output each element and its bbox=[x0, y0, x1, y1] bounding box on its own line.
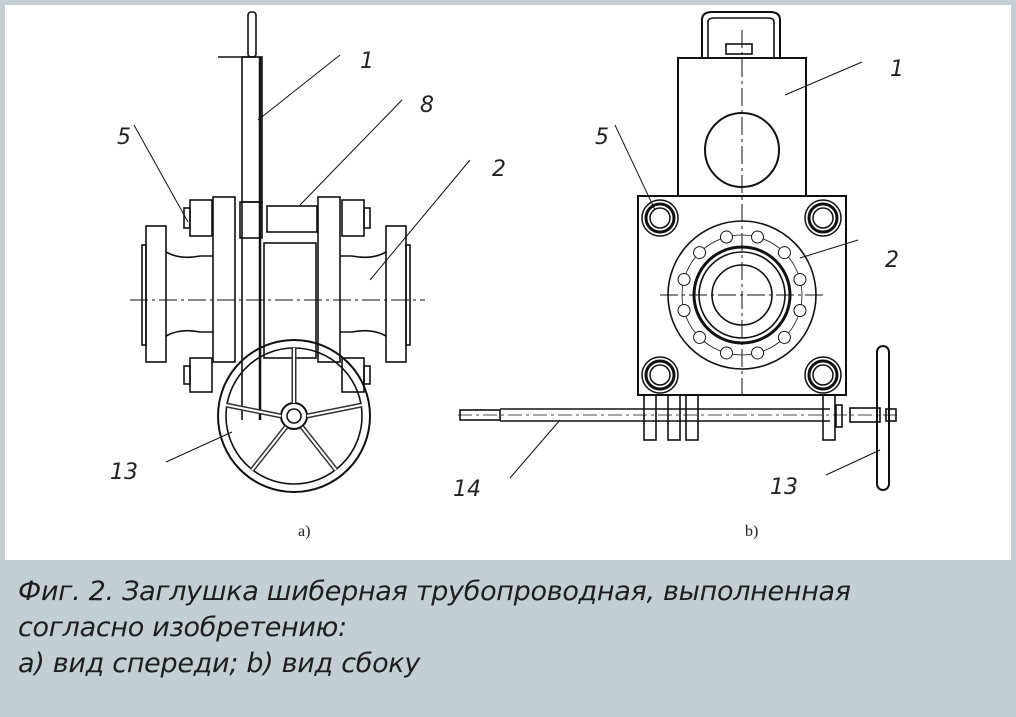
callout-13-front: 13 bbox=[110, 460, 138, 485]
flange-bolt-hole bbox=[793, 304, 807, 318]
flange-bolt-hole bbox=[677, 304, 691, 318]
figure-panel: 1 8 5 2 13 a) 1 5 2 14 13 b) bbox=[5, 5, 1011, 560]
callout-13-side: 13 bbox=[770, 475, 798, 500]
corner-bolt bbox=[649, 207, 671, 229]
callout-5-front: 5 bbox=[117, 125, 131, 150]
callout-5-side: 5 bbox=[595, 125, 609, 150]
callout-2-front: 2 bbox=[492, 157, 506, 182]
flange-bolt-hole bbox=[793, 272, 807, 286]
flange-bolt-hole bbox=[719, 230, 733, 244]
flange-bolt-hole bbox=[777, 246, 791, 260]
flange-bolt-hole bbox=[693, 330, 707, 344]
figure-caption: Фиг. 2. Заглушка шиберная трубопроводная… bbox=[18, 574, 1008, 682]
side-view-drawing bbox=[458, 11, 900, 491]
corner-bolt bbox=[807, 359, 839, 391]
front-view-drawing bbox=[130, 11, 471, 493]
caption-line-3: a) вид спереди; b) вид сбоку bbox=[18, 648, 420, 679]
technical-drawing bbox=[130, 11, 900, 493]
corner-bolt bbox=[804, 356, 842, 394]
flange-bolt-hole bbox=[693, 246, 707, 260]
corner-bolt bbox=[807, 202, 839, 234]
flange-bolt-hole bbox=[677, 272, 691, 286]
view-b-sublabel: b) bbox=[745, 523, 759, 540]
corner-bolt bbox=[649, 364, 671, 386]
callout-14-side: 14 bbox=[453, 477, 481, 502]
corner-bolt bbox=[644, 359, 676, 391]
callout-1-front: 1 bbox=[360, 49, 374, 74]
corner-bolt bbox=[644, 202, 676, 234]
view-a-sublabel: a) bbox=[298, 523, 311, 540]
flange-bolt-hole bbox=[751, 230, 765, 244]
callout-8-front: 8 bbox=[420, 93, 434, 118]
flange-bolt-hole bbox=[751, 346, 765, 360]
corner-bolt bbox=[641, 199, 679, 237]
flange-bolt-hole bbox=[777, 330, 791, 344]
caption-line-1: Фиг. 2. Заглушка шиберная трубопроводная… bbox=[18, 576, 851, 607]
caption-line-2: согласно изобретению: bbox=[18, 612, 347, 643]
corner-bolt bbox=[812, 364, 834, 386]
corner-bolt bbox=[812, 207, 834, 229]
callout-2-side: 2 bbox=[885, 248, 899, 273]
callout-1-side: 1 bbox=[890, 57, 904, 82]
corner-bolt bbox=[641, 356, 679, 394]
corner-bolt bbox=[804, 199, 842, 237]
flange-bolt-hole bbox=[719, 346, 733, 360]
